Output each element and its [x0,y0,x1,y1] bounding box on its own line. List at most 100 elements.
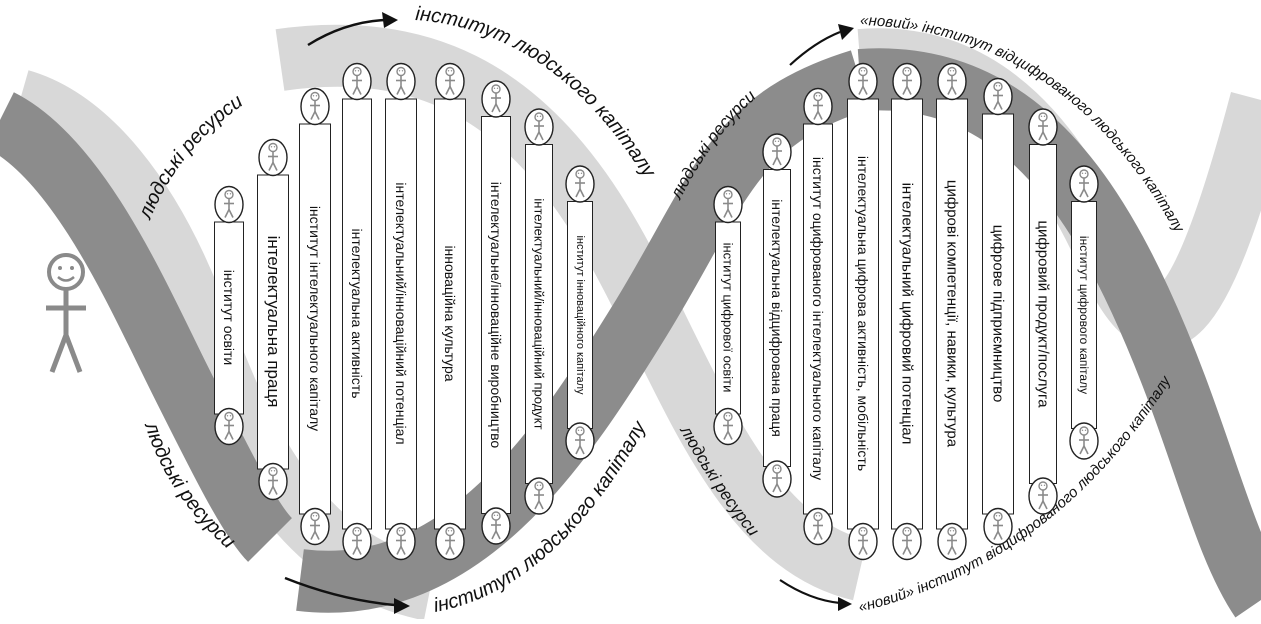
figure-bottom [481,507,511,550]
arrow-bottom-right-icon [779,579,852,611]
figure-top [762,133,792,176]
figure-smile [57,276,75,282]
stick-figure-icon [481,507,511,545]
rung-right-2: інтелектуальна відцифрована праця [760,133,794,503]
stick-figure-icon [983,507,1013,545]
figure-bottom [937,522,967,565]
rung-bar: інтелектуальний цифровий потенціал [891,98,923,529]
rung-label: інтелектуальна активність [349,228,365,399]
rung-label: інститут оцифрованого інтелектуального к… [810,156,826,481]
figure-leg [49,334,69,373]
figure-bottom [803,507,833,550]
stick-figure-icon [565,165,595,203]
rung-bar: інтелектуальна праця [257,174,289,469]
figure-top [937,62,967,105]
stick-figure-icon [1028,108,1058,146]
rung-label: інтелектуальна цифрова активність, мобіл… [855,155,871,472]
rung-label: інтелектуальна праця [264,235,283,408]
stick-figure-icon [342,522,372,560]
ribbon-dark-right-top [857,48,1261,618]
figure-top [258,138,288,181]
stick-figure-icon [386,62,416,100]
rung-label: цифрові компетенції, навики, культура [943,179,961,448]
arrow-head [838,597,852,611]
figure-top [342,62,372,105]
stick-figure-icon [713,407,743,445]
rung-label: інститут освіти [221,269,237,366]
rung-label: інститут цифрової освіти [720,242,736,393]
rung-bar: цифрове підприємництво [982,113,1014,514]
arrow-shaft [779,579,841,605]
arrow-head [838,24,854,40]
figure-top [848,62,878,105]
figure-top [713,185,743,228]
figure-top [892,62,922,105]
rung-left-2: інтелектуальна праця [256,138,290,505]
rung-bar: інтелектуальна відцифрована праця [763,169,791,467]
rung-left-8: інтелектуальний/інноваційний продукт [522,108,556,520]
rung-bar: інтелектуальне/інноваційне виробництво [481,116,511,514]
stick-figure-icon [258,138,288,176]
figure-top [983,77,1013,120]
figure-bottom [892,522,922,565]
figure-top [803,87,833,130]
rung-bar: інститут оцифрованого інтелектуального к… [803,123,833,514]
figure-top [435,62,465,105]
figure-bottom [300,507,330,550]
figure-top [386,62,416,105]
rung-label: інститут інноваційного капіталу [574,235,586,395]
figure-bottom [713,407,743,450]
stick-figure-icon [214,185,244,223]
rung-right-7: цифрове підприємництво [981,77,1015,550]
rung-bar: інститут цифрового капіталу [1071,201,1097,429]
rung-bar: інтелектуальна цифрова активність, мобіл… [847,98,879,529]
stick-figure-icon [1069,422,1099,460]
stick-figure-icon [937,62,967,100]
stick-figure-icon [524,108,554,146]
stick-figure-icon [386,522,416,560]
stick-figure-icon [300,87,330,125]
rung-right-8: цифровий продукт/послуга [1026,108,1060,520]
figure-bottom [524,477,554,520]
rung-bar: інститут освіти [214,221,244,414]
rung-right-9: інститут цифрового капіталу [1067,165,1101,465]
rung-bar: інститут інноваційного капіталу [567,201,593,429]
rung-label: інтелектуальний/інноваційний продукт [531,198,547,430]
stick-figure-icon [1028,477,1058,515]
figure-bottom [848,522,878,565]
figure-top [1069,165,1099,208]
stick-figure-icon [848,62,878,100]
arrow-head [382,12,398,28]
stick-figure-icon [524,477,554,515]
arrow-top-left-icon [307,12,398,47]
stick-figure-icon [565,422,595,460]
rung-left-4: інтелектуальна активність [340,62,374,565]
ribbon-dark-middle [296,50,870,613]
figure-bottom [565,422,595,465]
rung-left-9: інститут інноваційного капіталу [563,165,597,465]
rung-bar: інтелектуальний/інноваційний потенціал [385,98,417,529]
figure-bottom [1069,422,1099,465]
rung-bar: інститут цифрової освіти [715,221,741,414]
stick-figure-icon [46,253,86,373]
rung-right-3: інститут оцифрованого інтелектуального к… [801,87,835,550]
arrow-top-right-icon [789,24,854,66]
figure-bottom [386,522,416,565]
rung-label: цифровий продукт/послуга [1034,220,1052,408]
figure-top [481,80,511,123]
stick-figure-icon [300,507,330,545]
rung-label: інтелектуальний цифровий потенціал [898,182,916,445]
rung-left-7: інтелектуальне/інноваційне виробництво [479,80,513,550]
stick-figure-icon [342,62,372,100]
arrow-head [394,598,410,614]
stick-figure-icon [762,460,792,498]
arrow-shaft [307,18,386,47]
rung-label: цифрове підприємництво [989,224,1007,403]
stick-figure-icon [713,185,743,223]
stick-figure-icon [937,522,967,560]
rung-left-3: інститут інтелектуального капіталу [298,87,332,550]
rung-left-6: інноваційна культура [433,62,467,565]
stick-figure-icon [214,407,244,445]
rung-label: інтелектуальний/інноваційний потенціал [393,182,409,445]
